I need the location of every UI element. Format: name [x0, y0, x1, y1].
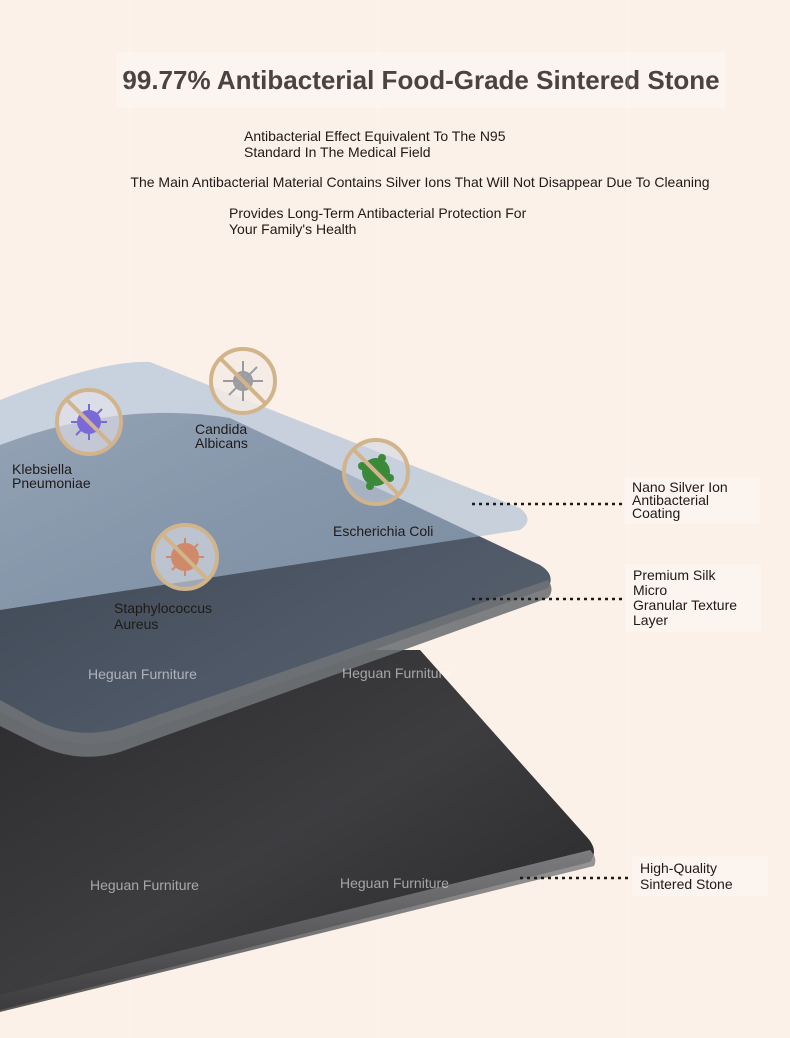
watermark: Heguan Furniture — [88, 666, 197, 682]
page-title: 99.77% Antibacterial Food-Grade Sintered… — [116, 52, 726, 108]
bacteria-label-candida: Candida Albicans — [195, 421, 248, 451]
watermark: Heguan Furniture — [340, 875, 449, 891]
candida-icon — [209, 347, 277, 415]
staphylococcus-icon — [151, 523, 219, 591]
coating-layer-sheet — [0, 361, 528, 610]
n95-statement: Antibacterial Effect Equivalent To The N… — [244, 128, 506, 160]
protection-statement: Provides Long-Term Antibacterial Protect… — [229, 205, 527, 237]
klebsiella-icon — [55, 388, 123, 456]
watermark: Heguan Furniture — [90, 877, 199, 893]
bacteria-label-klebsiella: Klebsiella Pneumoniae — [12, 461, 91, 491]
callout-texture: Premium Silk Micro Granular Texture Laye… — [625, 564, 761, 632]
callout-stone: High-Quality Sintered Stone — [632, 856, 768, 896]
bacteria-label-staphylococcus: Staphylococcus Aureus — [114, 600, 213, 632]
bacteria-label-ecoli: Escherichia Coli — [333, 523, 434, 539]
silver-ion-statement: The Main Antibacterial Material Contains… — [130, 174, 710, 190]
callout-coating: Nano Silver Ion Antibacterial Coating — [624, 477, 760, 524]
ecoli-icon — [342, 438, 410, 506]
watermark: Heguan Furniture — [342, 665, 451, 681]
